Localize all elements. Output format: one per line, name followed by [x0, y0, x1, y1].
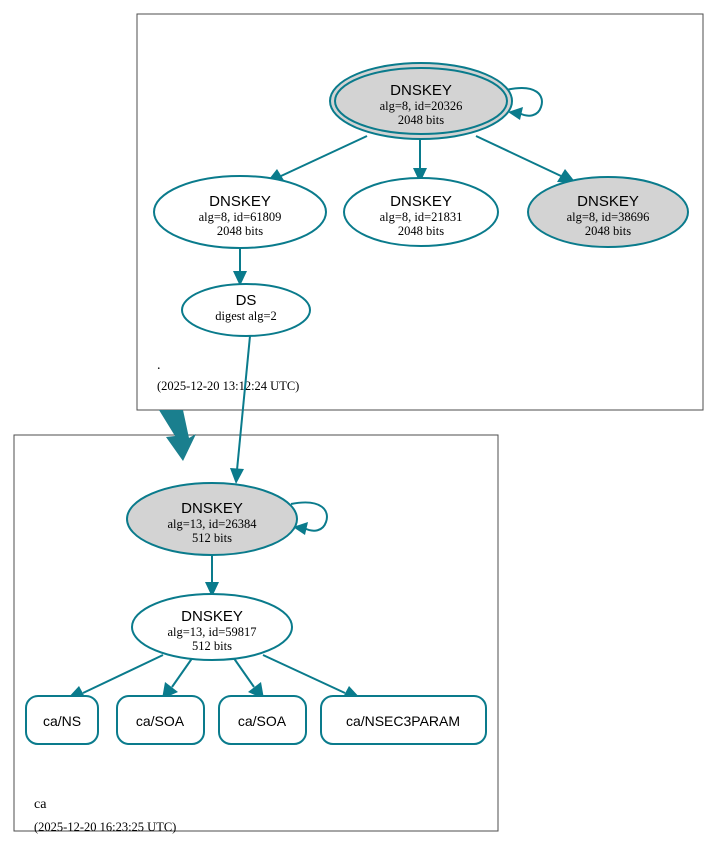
node-dnskey-root-ksk-20326[interactable]: DNSKEY alg=8, id=20326 2048 bits [329, 62, 513, 140]
edge-ca-zsk-to-ns [82, 654, 164, 694]
node-dnskey-root-zsk-61809-params: alg=8, id=61809 [199, 210, 282, 224]
node-dnskey-root-zsk-21831-ellipse [343, 177, 499, 247]
edge-self-signature-root-ksk [505, 87, 543, 117]
node-dnskey-root-zsk-61809-ellipse [153, 175, 327, 249]
edge-ca-zsk-to-soa-2-arrowhead [248, 682, 264, 699]
node-dnskey-ca-zsk-59817-title: DNSKEY [181, 608, 243, 625]
node-dnskey-root-zsk-38696[interactable]: DNSKEY alg=8, id=38696 2048 bits [527, 176, 689, 248]
node-ds-root-title: DS [236, 292, 257, 309]
edge-delegation-line [236, 335, 251, 471]
edge-ca-zsk-to-soa-1-arrowhead [162, 682, 178, 699]
node-dnskey-ca-zsk-59817-ellipse [131, 593, 293, 661]
edge-self-signature-ca-ksk-arrowhead [293, 522, 308, 535]
zone-delegation-arrow [159, 410, 196, 461]
edge-root-ksk-to-zsk-61809 [280, 135, 368, 177]
edge-group-root [233, 87, 576, 286]
edge-root-zsk-61809-to-ds-arrowhead [233, 271, 247, 286]
node-dnskey-root-zsk-38696-params: alg=8, id=38696 [567, 210, 650, 224]
zone-cluster-ca: ca (2025-12-20 16:23:25 UTC) [13, 434, 499, 834]
edge-root-ksk-to-zsk-38696 [475, 135, 562, 177]
node-dnskey-root-zsk-38696-title: DNSKEY [577, 193, 639, 210]
zone-timestamp-ca: (2025-12-20 16:23:25 UTC) [34, 820, 176, 834]
node-ds-root-digest: digest alg=2 [215, 309, 277, 323]
node-ds-root[interactable]: DS digest alg=2 [181, 283, 311, 337]
node-rrset-ca-ns[interactable]: ca/NS [25, 695, 99, 745]
node-dnskey-ca-ksk-26384-ellipse [126, 482, 298, 556]
node-rrset-ca-ns-box [25, 695, 99, 745]
node-dnskey-root-zsk-38696-size: 2048 bits [585, 224, 631, 238]
node-rrset-ca-nsec3param[interactable]: ca/NSEC3PARAM [320, 695, 487, 745]
node-dnskey-ca-ksk-26384-title: DNSKEY [181, 500, 243, 517]
edge-delegation-arrowhead [230, 468, 244, 484]
node-dnskey-ca-zsk-59817-size: 512 bits [192, 639, 232, 653]
node-rrset-ca-soa-1[interactable]: ca/SOA [116, 695, 205, 745]
node-dnskey-ca-zsk-59817[interactable]: DNSKEY alg=13, id=59817 512 bits [131, 593, 293, 661]
edge-ca-zsk-to-soa-2 [232, 656, 255, 688]
node-dnskey-root-zsk-21831-title: DNSKEY [390, 193, 452, 210]
node-ds-root-ellipse [181, 283, 311, 337]
edge-ca-zsk-to-soa-1 [171, 656, 194, 688]
node-rrset-ca-soa-2-label: ca/SOA [238, 713, 287, 729]
node-dnskey-root-zsk-21831-params: alg=8, id=21831 [380, 210, 463, 224]
edge-root-ksk-to-zsk-38696-arrowhead [557, 169, 576, 183]
node-dnskey-root-zsk-21831[interactable]: DNSKEY alg=8, id=21831 2048 bits [343, 177, 499, 247]
edge-self-signature-ca-ksk [290, 501, 328, 532]
node-rrset-ca-soa-2[interactable]: ca/SOA [218, 695, 307, 745]
node-dnskey-ca-ksk-26384[interactable]: DNSKEY alg=13, id=26384 512 bits [126, 482, 298, 556]
node-dnskey-ca-zsk-59817-params: alg=13, id=59817 [167, 625, 256, 639]
node-dnskey-root-ksk-20326-inner-ellipse [334, 67, 508, 135]
node-dnskey-root-zsk-61809-size: 2048 bits [217, 224, 263, 238]
node-dnskey-root-zsk-61809[interactable]: DNSKEY alg=8, id=61809 2048 bits [153, 175, 327, 249]
node-rrset-ca-soa-1-label: ca/SOA [136, 713, 185, 729]
zone-label-root: . [157, 358, 161, 373]
node-dnskey-root-zsk-38696-ellipse [527, 176, 689, 248]
zone-timestamp-root: (2025-12-20 13:12:24 UTC) [157, 379, 299, 393]
edge-root-ksk-to-zsk-21831-arrowhead [413, 168, 427, 183]
node-dnskey-root-zsk-21831-size: 2048 bits [398, 224, 444, 238]
node-rrset-ca-soa-2-box [218, 695, 307, 745]
node-rrset-ca-soa-1-box [116, 695, 205, 745]
zone-cluster-root: . (2025-12-20 13:12:24 UTC) DNSKEY [136, 13, 704, 411]
node-rrset-ca-nsec3param-box [320, 695, 487, 745]
edge-ca-zsk-to-nsec3param [262, 654, 346, 694]
edge-group-ca [67, 501, 361, 699]
node-rrset-ca-ns-label: ca/NS [43, 713, 81, 729]
edge-ca-ksk-to-zsk-arrowhead [205, 582, 219, 597]
node-dnskey-root-zsk-61809-title: DNSKEY [209, 193, 271, 210]
node-dnskey-ca-ksk-26384-size: 512 bits [192, 531, 232, 545]
node-dnskey-root-ksk-20326-size: 2048 bits [398, 113, 444, 127]
node-dnskey-root-ksk-20326-params: alg=8, id=20326 [380, 99, 463, 113]
node-dnskey-root-ksk-20326-title: DNSKEY [390, 82, 452, 99]
edge-self-signature-root-ksk-arrowhead [508, 107, 523, 120]
edge-delegation-root-ds-to-ca-ksk [159, 335, 251, 484]
node-dnskey-ca-ksk-26384-params: alg=13, id=26384 [167, 517, 257, 531]
node-rrset-ca-nsec3param-label: ca/NSEC3PARAM [346, 713, 460, 729]
zone-label-ca: ca [34, 797, 47, 812]
